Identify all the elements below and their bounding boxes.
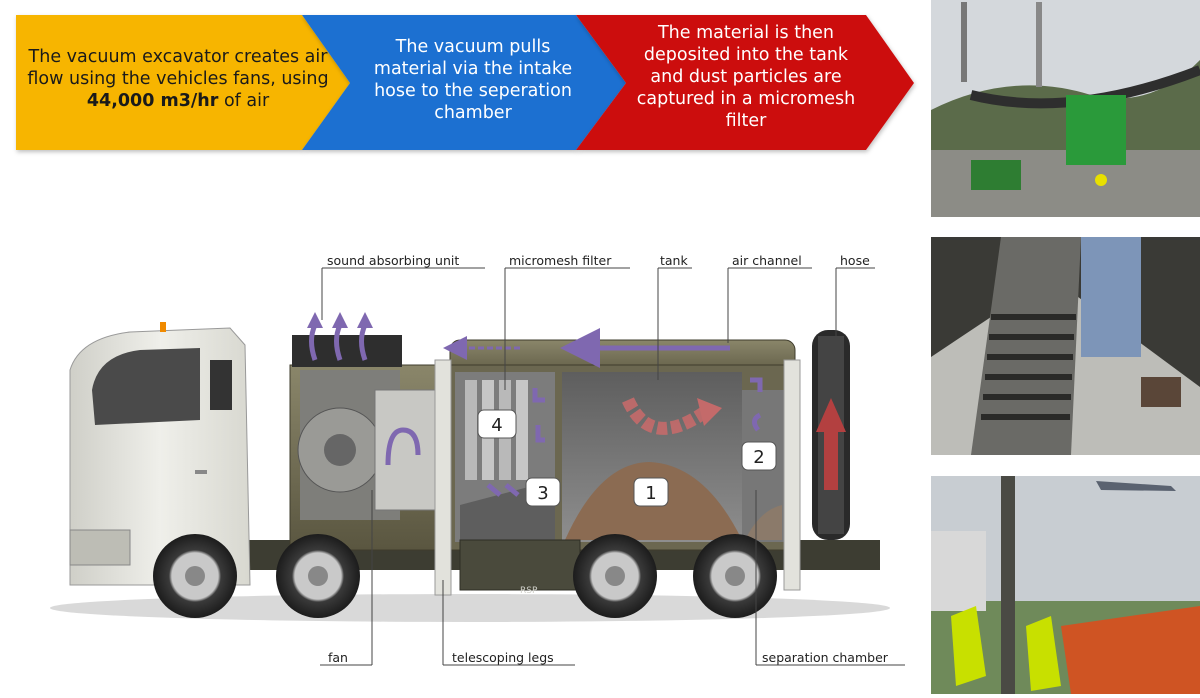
- telescoping-leg-front: [434, 359, 452, 596]
- sound-absorbing-unit: [292, 335, 402, 367]
- label-air-channel: air channel: [732, 253, 802, 268]
- label-fan: fan: [328, 650, 348, 665]
- hose-flow-arrow: [824, 430, 838, 490]
- photo-icon: [931, 0, 1200, 217]
- step1-arrow: [16, 15, 350, 150]
- label-telescoping-legs: telescoping legs: [452, 650, 554, 665]
- fan-compartment: [289, 335, 451, 551]
- callout-lines: [320, 267, 905, 666]
- label-sound-absorbing-unit: sound absorbing unit: [327, 253, 459, 268]
- svg-text:1: 1: [645, 483, 656, 504]
- label-tank: tank: [660, 253, 688, 268]
- label-micromesh-filter: micromesh filter: [509, 253, 612, 268]
- badge-4: 4: [477, 409, 517, 439]
- step1-text: The vacuum excavator creates air flow us…: [27, 47, 329, 111]
- svg-text:3: 3: [537, 483, 548, 504]
- step3-arrow: [576, 15, 914, 150]
- site-photo-conveyor: [931, 0, 1200, 217]
- truck-cab: [69, 322, 251, 586]
- badge-3: 3: [525, 477, 561, 507]
- photo-icon: [931, 476, 1200, 694]
- brand-label: RSP: [520, 586, 538, 596]
- svg-text:4: 4: [491, 415, 502, 436]
- photo-icon: [931, 237, 1200, 455]
- process-arrows: [16, 15, 914, 150]
- site-photo-hose-closeup: [931, 237, 1200, 455]
- airflow-arrows: [307, 312, 763, 497]
- step3-text: The material is then deposited into the …: [636, 23, 856, 131]
- step2-arrow: [302, 15, 626, 150]
- label-hose: hose: [840, 253, 870, 268]
- process-flow: The vacuum excavator creates air flow us…: [0, 0, 930, 160]
- tank-body: [443, 328, 796, 551]
- badge-1: 1: [633, 477, 669, 507]
- airflow-rate: 44,000 m3/hr: [86, 91, 219, 111]
- badge-2: 2: [741, 441, 777, 471]
- hose-assembly: [812, 330, 850, 540]
- vacuum-excavator-diagram: RSP 1 2 3 4: [0, 240, 925, 694]
- step2-text: The vacuum pulls material via the intake…: [373, 37, 573, 123]
- material-flow-arrow: [622, 397, 709, 435]
- svg-text:2: 2: [753, 447, 764, 468]
- label-separation-chamber: separation chamber: [762, 650, 889, 665]
- site-photo-airport: [931, 476, 1200, 694]
- telescoping-leg-rear: [783, 359, 801, 591]
